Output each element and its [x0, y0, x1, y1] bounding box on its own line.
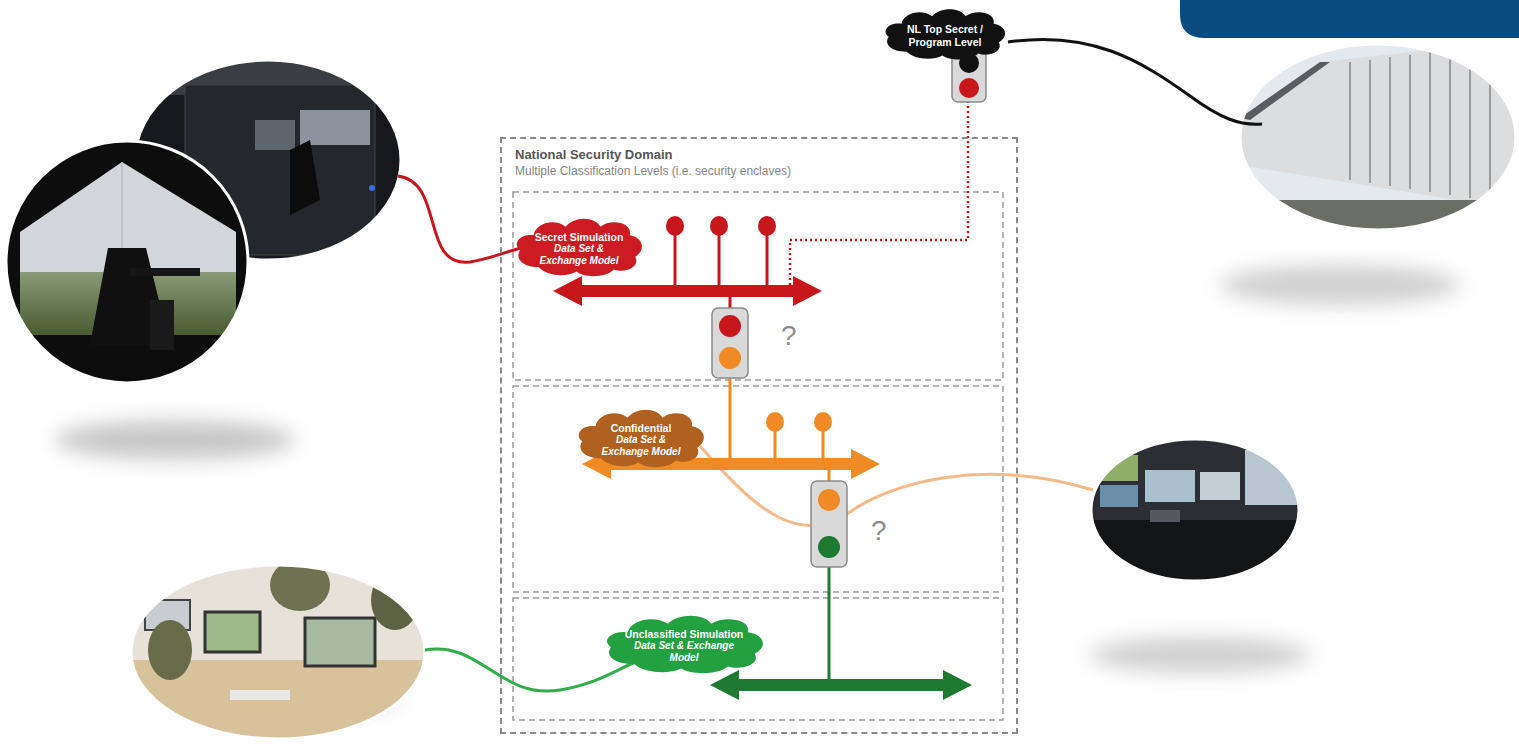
photo-border [6, 141, 248, 383]
light-housing [712, 308, 748, 378]
cloud-subtitle: Data Set & Exchange Model [593, 434, 689, 458]
photo-shadow [55, 420, 295, 460]
lamp [719, 347, 741, 369]
cloud-title: Secret Simulation [531, 231, 627, 244]
cloud-text: NL Top Secret / Program Level [899, 23, 991, 48]
link [729, 376, 732, 462]
soldier [148, 620, 192, 680]
cloud-outline [579, 410, 704, 467]
keyboard [1150, 510, 1180, 522]
cloud-text: ConfidentialData Set & Exchange Model [593, 422, 689, 459]
node-dot [666, 216, 684, 236]
building-edge [1240, 62, 1330, 120]
cloud-outline [517, 219, 642, 276]
fin [1389, 57, 1391, 186]
screen [255, 120, 295, 150]
photo-simulator-view [0, 138, 252, 388]
fin [1429, 52, 1431, 192]
monitor [1100, 455, 1138, 481]
bus-arrow [553, 276, 822, 306]
fin [1409, 55, 1411, 189]
banner [1180, 0, 1519, 38]
photo-classroom [128, 559, 428, 744]
domain-subtitle: Multiple Classification Levels (i.e. sec… [515, 164, 1016, 178]
monitor [205, 612, 260, 652]
cloud-outline [886, 9, 1005, 59]
cloud-text: Unclassified SimulationData Set & Exchan… [624, 628, 744, 665]
question-mark: ? [781, 322, 797, 350]
photo-building [1238, 40, 1519, 240]
monitor [1100, 485, 1138, 507]
lamp [818, 489, 840, 511]
cloud-title: Confidential [593, 422, 689, 435]
monitor [1145, 470, 1195, 502]
cloud-node: NL Top Secret / Program Level [881, 5, 1009, 61]
ground [1238, 200, 1518, 240]
lamp [719, 315, 741, 337]
photo-border [131, 565, 425, 739]
fin [1489, 45, 1491, 201]
lamp [959, 78, 979, 98]
domain-heading: National Security Domain [515, 147, 1016, 162]
node-dot [758, 216, 776, 236]
seat [290, 140, 320, 215]
photo-border [1091, 439, 1299, 581]
enclave-box [513, 598, 1003, 720]
photo-shadow [1090, 637, 1310, 673]
question-mark: ? [871, 517, 887, 545]
photo-bg [0, 138, 252, 388]
wire [425, 649, 640, 691]
bus-arrow [710, 670, 972, 700]
desk [1088, 520, 1303, 586]
node-dot [814, 412, 832, 432]
cloud-title: NL Top Secret / Program Level [899, 23, 991, 48]
cloud-text: Secret SimulationData Set & Exchange Mod… [531, 231, 627, 268]
cloud-node: Unclassified SimulationData Set & Exchan… [601, 611, 768, 675]
enclave-box [513, 192, 1003, 380]
wire [700, 446, 1093, 525]
light-housing [811, 481, 847, 567]
fin [1349, 62, 1351, 180]
photo-shadow [1220, 265, 1460, 305]
photo-control-room [1088, 436, 1303, 586]
dome-screen [1245, 450, 1300, 505]
indicator-light [369, 185, 375, 191]
gun-mount [150, 300, 174, 350]
gun-barrel [130, 268, 200, 276]
fin [1369, 60, 1371, 183]
cloud-node: ConfidentialData Set & Exchange Model [574, 405, 708, 469]
cloud-node: Secret SimulationData Set & Exchange Mod… [512, 214, 646, 278]
link [828, 470, 831, 482]
dotted-link [790, 98, 968, 290]
monitor [305, 618, 375, 666]
enclave-box [513, 386, 1003, 592]
photo-bg [1088, 436, 1303, 586]
node-dot [710, 216, 728, 236]
security-domain-box: National Security DomainMultiple Classif… [500, 137, 1018, 734]
keyboard [230, 690, 290, 700]
cloud-outline [607, 616, 763, 673]
wire [398, 176, 530, 262]
photo-border [1240, 44, 1516, 230]
wire [1008, 39, 1262, 124]
fin [1449, 50, 1451, 195]
cloud-subtitle: Data Set & Exchange Model [624, 640, 744, 664]
screen [300, 110, 370, 145]
link [828, 566, 831, 684]
building-wall [1240, 40, 1519, 210]
cloud-subtitle: Data Set & Exchange Model [531, 243, 627, 267]
node-dot [766, 412, 784, 432]
monitor [1200, 472, 1240, 500]
traffic-light [811, 481, 847, 567]
traffic-light [712, 308, 748, 378]
lamp [818, 536, 840, 558]
cloud-title: Unclassified Simulation [624, 628, 744, 641]
